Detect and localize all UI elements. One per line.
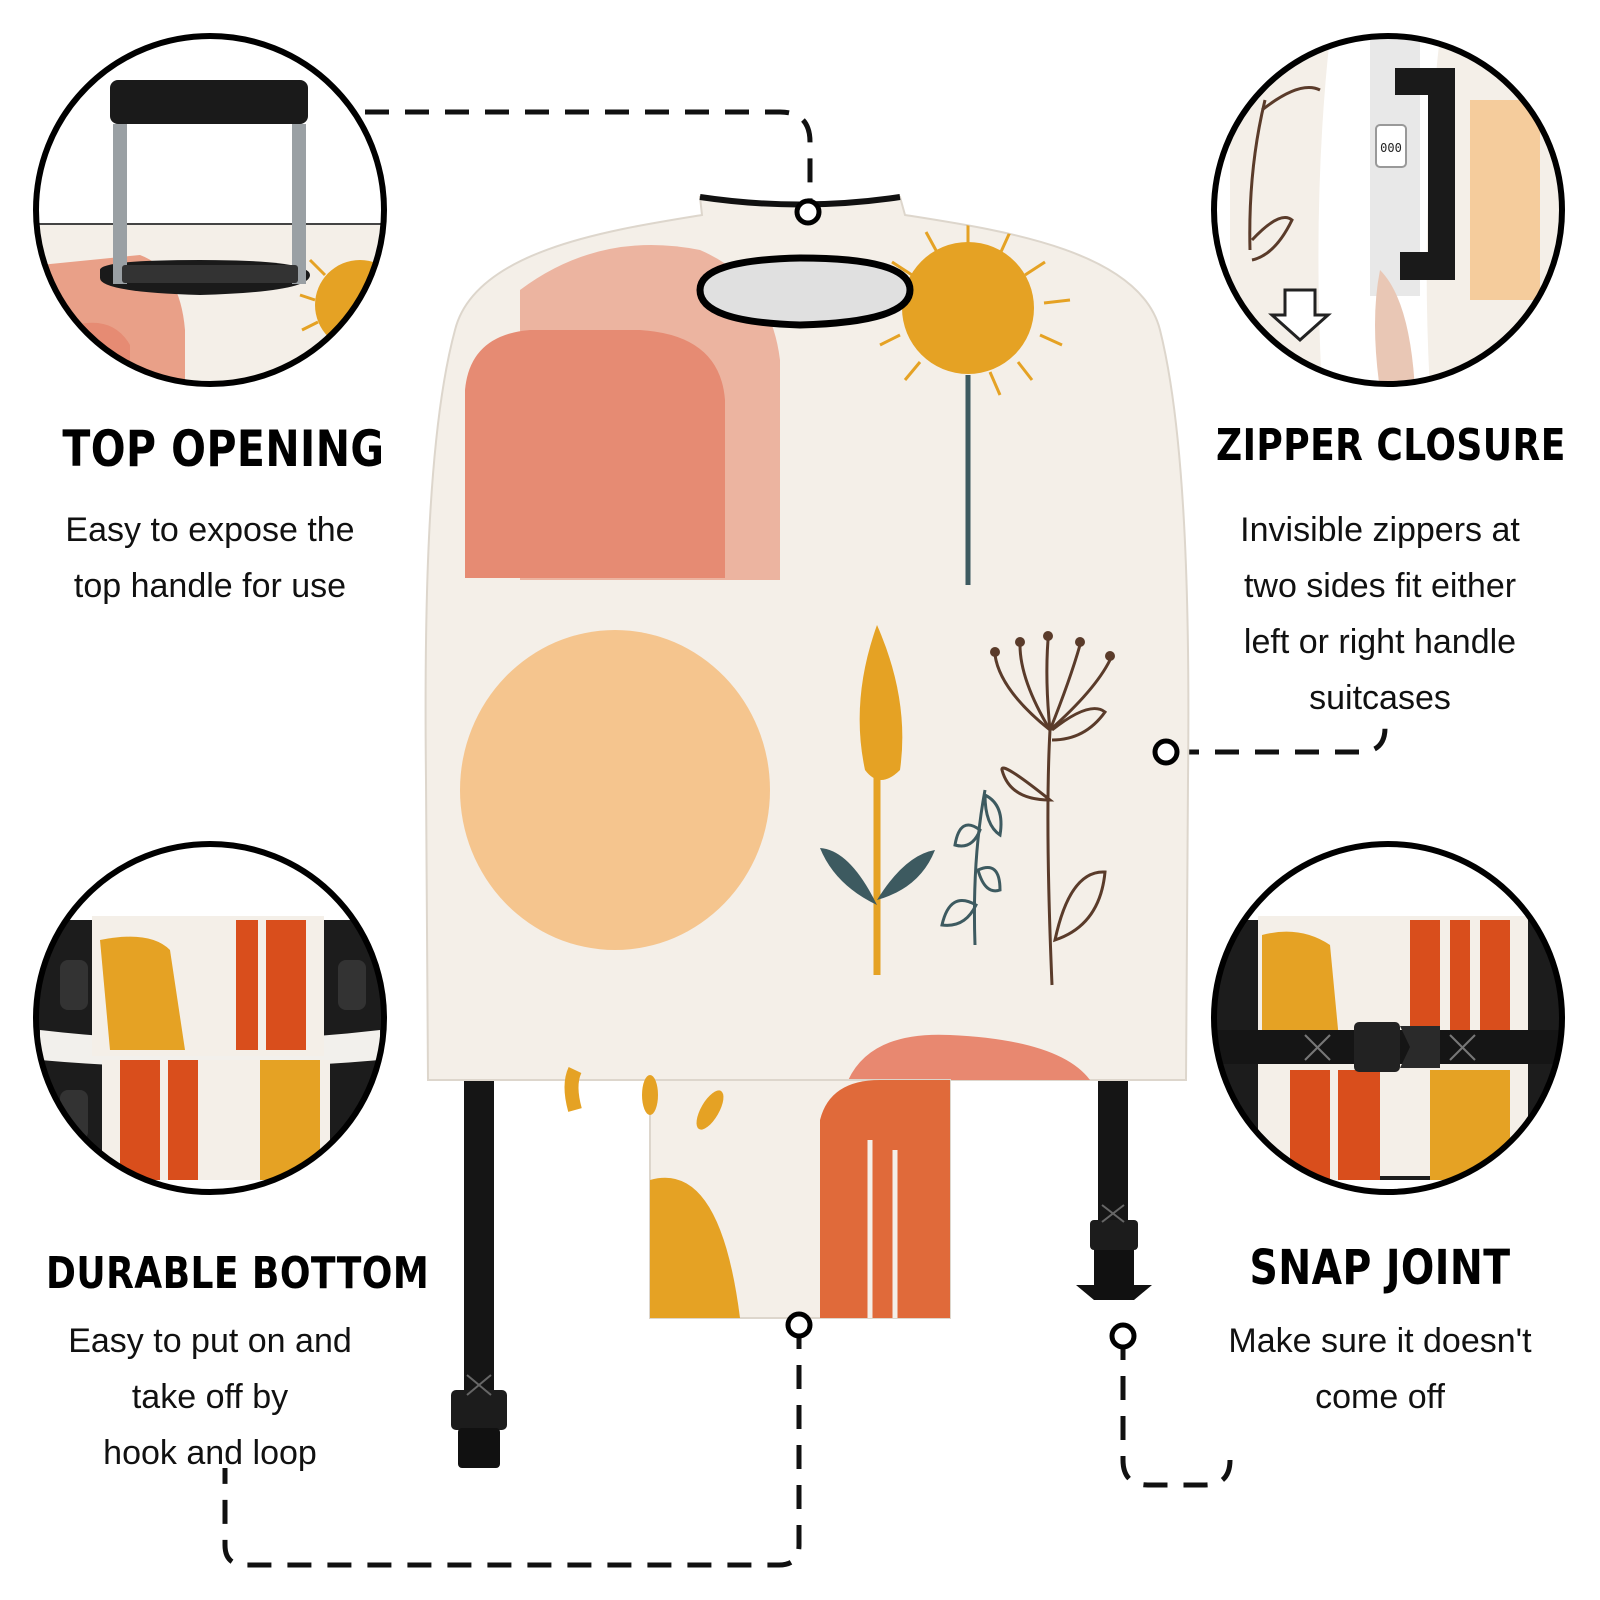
desc-line: Make sure it doesn't (1228, 1322, 1532, 1360)
sprig-illustration (940, 789, 1003, 946)
desc-top-opening: Easy to expose the top handle for use (20, 502, 400, 614)
peach-circle-shape (460, 630, 770, 950)
detail-circle-top-handle (33, 33, 387, 387)
lock-code-text: 000 (1380, 141, 1402, 155)
desc-line: Easy to expose the (65, 511, 355, 549)
desc-snap-joint: Make sure it doesn't come off (1190, 1313, 1570, 1425)
desc-line: Invisible zippers at (1240, 511, 1520, 549)
desc-line: left or right handle (1243, 623, 1517, 661)
right-strap (1076, 1080, 1152, 1300)
detail-circle-bottom (33, 841, 387, 1195)
detail-circle-zipper: 000 (1211, 33, 1565, 387)
callout-line-zipper-closure (1175, 727, 1388, 755)
leaf-plant-illustration (859, 625, 903, 780)
marker-snap-joint (1109, 1322, 1137, 1350)
heading-durable-bottom: DURABLE BOTTOM (46, 1248, 430, 1299)
callout-line-snap-joint (1120, 1336, 1233, 1488)
wildflower-illustration (993, 639, 1112, 986)
heading-zipper-closure: ZIPPER CLOSURE (1216, 420, 1566, 471)
desc-line: two sides fit either (1243, 567, 1517, 605)
desc-line: top handle for use (73, 567, 347, 605)
heading-snap-joint: SNAP JOINT (1249, 1240, 1511, 1296)
marker-zipper-closure (1152, 738, 1180, 766)
callout-line-durable-bottom (222, 1325, 802, 1568)
desc-durable-bottom: Easy to put on and take off by hook and … (20, 1313, 400, 1481)
desc-line: suitcases (1309, 679, 1451, 717)
desc-line: come off (1315, 1378, 1445, 1416)
marker-durable-bottom (785, 1311, 813, 1339)
desc-zipper-closure: Invisible zippers at two sides fit eithe… (1190, 502, 1570, 726)
heading-top-opening: TOP OPENING (62, 420, 385, 478)
desc-line: Easy to put on and (68, 1322, 352, 1360)
coral-block-shape (465, 330, 725, 578)
luggage-cover (424, 194, 1190, 1081)
cover-bottom-section (564, 1067, 1137, 1350)
pink-arch-shape (840, 1034, 1090, 1080)
detail-circle-snap (1211, 841, 1565, 1195)
callout-line-top-opening (365, 109, 813, 210)
desc-line: take off by (131, 1378, 289, 1416)
top-handle-opening (696, 254, 914, 329)
desc-line: hook and loop (103, 1434, 317, 1472)
marker-top-opening (794, 198, 822, 226)
left-strap (451, 1080, 507, 1468)
callout-lines (222, 109, 1388, 1568)
